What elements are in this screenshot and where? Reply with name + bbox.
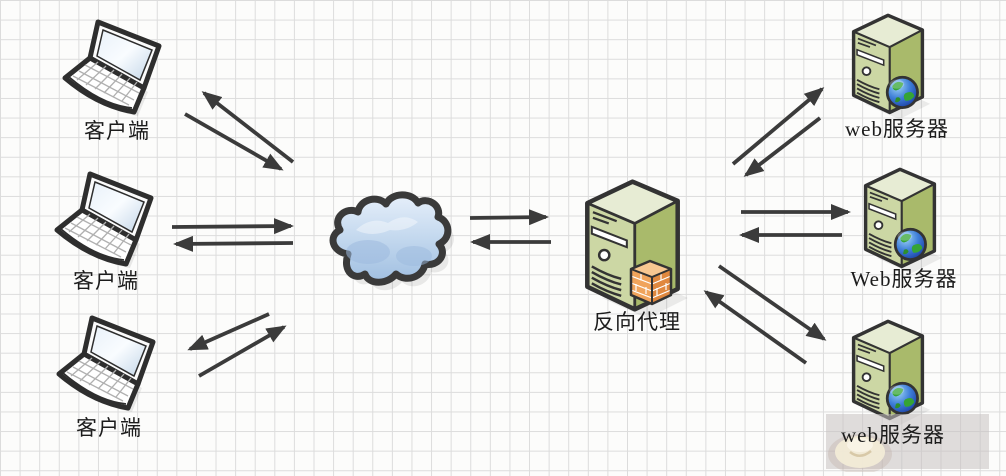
client-1-label: 客户端 — [84, 119, 150, 143]
arrow-cloud-to-client2 — [173, 235, 294, 252]
arrow-web3-to-proxy — [703, 290, 808, 365]
internet-cloud-icon — [333, 195, 454, 290]
web-server-2-globe-icon — [893, 227, 927, 261]
arrow-proxy-to-web1 — [731, 87, 825, 166]
arrow-cloud-to-client1 — [201, 91, 295, 164]
arrow-cloud-to-client3 — [187, 312, 270, 351]
client-1-laptop-icon — [65, 22, 159, 116]
watermark — [826, 414, 989, 472]
web-server-3-globe-icon — [885, 381, 919, 415]
client-3-laptop-icon — [59, 318, 153, 412]
web-server-2-label: Web服务器 — [850, 267, 958, 291]
web-server-1-globe-icon — [885, 75, 919, 109]
arrow-cloud-to-proxy — [469, 209, 549, 226]
arrow-proxy-to-web3 — [717, 264, 827, 341]
client-2-laptop-icon — [57, 174, 151, 268]
arrow-client3-to-cloud — [198, 325, 287, 378]
web-server-3-label: web服务器 — [841, 423, 945, 447]
client-2-label: 客户端 — [73, 269, 139, 293]
arrows — [171, 87, 851, 378]
arrow-client2-to-cloud — [171, 218, 294, 235]
firewall-icon — [629, 259, 673, 306]
watermark-mascot-icon — [828, 434, 892, 472]
web-server-1-label: web服务器 — [845, 117, 949, 141]
arrow-client1-to-cloud — [184, 112, 284, 171]
client-3-label: 客户端 — [76, 416, 142, 440]
reverse-proxy-label: 反向代理 — [593, 310, 681, 334]
arrow-web1-to-proxy — [743, 116, 822, 177]
